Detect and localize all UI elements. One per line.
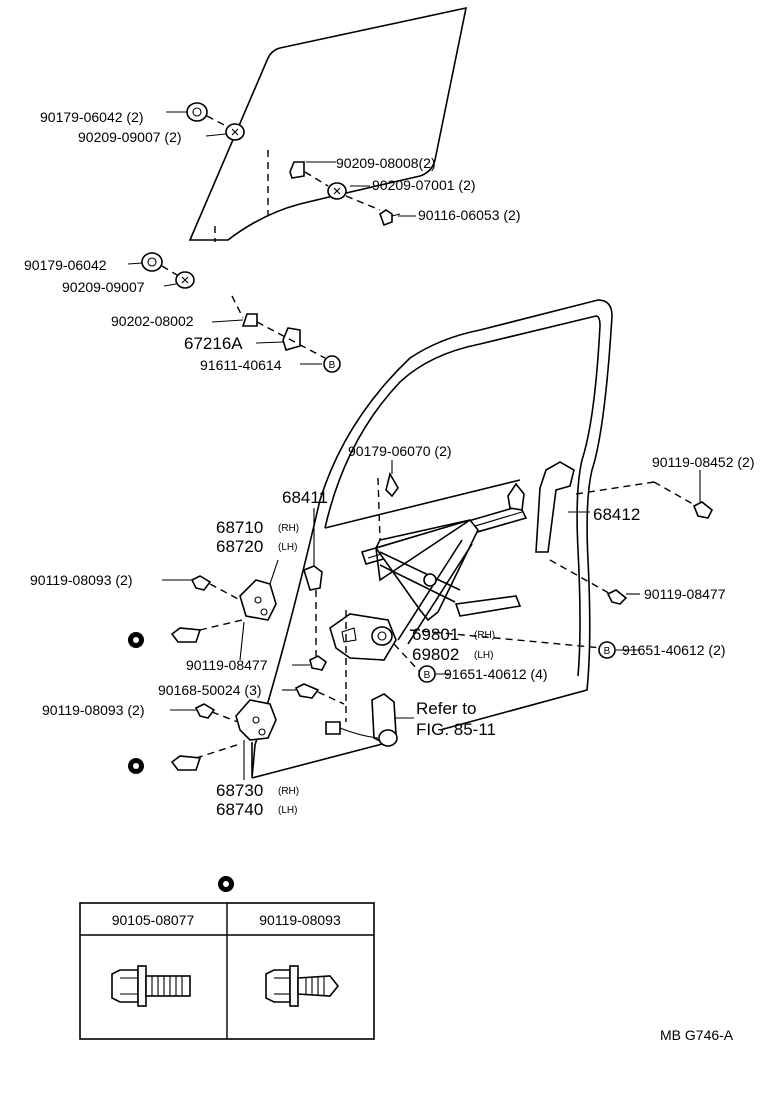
bolt-90105-08077-icon	[111, 965, 191, 1007]
label-69801-rh: (RH)	[474, 630, 495, 641]
svg-text:B: B	[424, 670, 431, 681]
label-refer-to: Refer to	[416, 699, 476, 718]
label-68730: 68730	[216, 781, 263, 800]
table-header-2: 90119-08093	[259, 912, 341, 928]
label-68720: 68720	[216, 537, 263, 556]
part-labels: 90179-06042 (2) 90209-09007 (2) 90209-08…	[24, 109, 754, 819]
bolt-90119-08093-icon	[265, 965, 340, 1007]
label-p14: 68412	[593, 505, 640, 524]
glass-clip-lower	[141, 252, 326, 359]
label-p9: 67216A	[184, 334, 243, 353]
regulator-motor	[325, 693, 398, 747]
label-p15: 90119-08093 (2)	[30, 572, 132, 588]
label-p19: 91651-40612 (4)	[444, 666, 548, 682]
label-p3: 90209-08008(2)	[336, 155, 436, 171]
label-p8: 90202-08002	[111, 313, 194, 329]
label-p10: 91611-40614	[200, 357, 282, 373]
figure-code: MB G746-A	[660, 1027, 734, 1043]
table-header-1: 90105-08077	[112, 912, 195, 928]
label-p21: 90119-08093 (2)	[42, 702, 144, 718]
label-p13: 68411	[282, 488, 328, 507]
hinge-68710	[170, 575, 277, 661]
glass-clip-upper-2	[289, 161, 401, 227]
label-refer-fig: FIG. 85-11	[416, 720, 496, 739]
bolt-table: 90105-08077 90119-08093	[79, 902, 375, 1040]
special-bolt-symbol-1	[128, 632, 144, 648]
marker-leaders	[393, 629, 603, 673]
channel-68412	[535, 461, 714, 605]
label-68720-lh: (LH)	[278, 542, 297, 553]
special-bolt-symbol-table	[218, 876, 234, 892]
special-bolt-symbol-2	[128, 758, 144, 774]
label-p16: 90119-08477	[186, 657, 268, 673]
label-p7: 90209-09007	[62, 279, 145, 295]
hinge-68730	[170, 699, 277, 776]
label-p4: 90209-07001 (2)	[372, 177, 476, 193]
label-p20: 90168-50024 (3)	[158, 682, 262, 698]
label-68740-lh: (LH)	[278, 805, 297, 816]
svg-text:B: B	[329, 360, 336, 371]
label-p11: 90179-06070 (2)	[348, 443, 452, 459]
bracket-68411	[303, 565, 323, 591]
label-p5: 90116-06053 (2)	[418, 207, 520, 223]
bolts-center	[294, 471, 399, 722]
svg-text:B: B	[604, 646, 611, 657]
label-p18: 91651-40612 (2)	[622, 642, 726, 658]
b-marker-2: B	[598, 641, 616, 659]
label-p2: 90209-09007 (2)	[78, 129, 182, 145]
label-68710-rh: (RH)	[278, 523, 299, 534]
b-marker-3: B	[418, 665, 436, 683]
label-68710: 68710	[216, 518, 263, 537]
b-marker-1: B	[323, 355, 341, 373]
label-p6: 90179-06042	[24, 257, 107, 273]
label-69802-lh: (LH)	[474, 650, 493, 661]
label-69802: 69802	[412, 645, 459, 664]
label-p12: 90119-08452 (2)	[652, 454, 754, 470]
door-glass	[188, 6, 468, 242]
label-69801: 69801	[412, 625, 459, 644]
glass-clip-upper-1	[186, 102, 245, 141]
label-68730-rh: (RH)	[278, 786, 299, 797]
label-p1: 90179-06042 (2)	[40, 109, 144, 125]
label-68740: 68740	[216, 800, 263, 819]
label-p17: 90119-08477	[644, 586, 726, 602]
